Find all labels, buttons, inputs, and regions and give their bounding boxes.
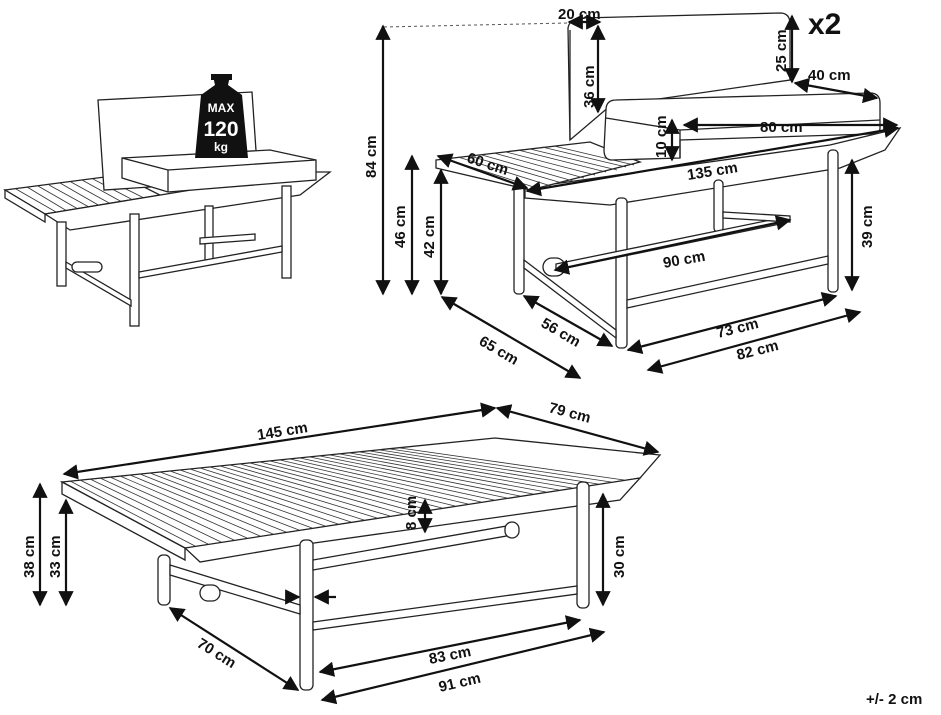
quantity-label: x2 [808,8,841,41]
stretcher-length-label: 90 cm [662,248,707,272]
table-labels: 145 cm 79 cm 38 cm 33 cm 8 cm 30 cm 70 c… [21,399,628,695]
max-load-unit: kg [214,140,228,154]
bench-dimensioned [383,12,902,349]
bench-preview: MAX 120 kg [3,74,332,327]
leg-height-label: 39 cm [859,205,876,248]
tolerance-label: +/- 2 cm [866,691,922,708]
table-apron-label: 8 cm [403,496,420,530]
max-load-label: MAX [208,101,235,115]
table-height-label: 42 cm [421,215,438,258]
coffee-table [59,437,662,691]
cushion-thickness-label: 10 cm [653,115,670,158]
backrest-height-label: 25 cm [773,29,790,72]
seat-height-label: 46 cm [392,205,409,248]
total-height-label: 84 cm [363,135,380,178]
weight-icon: MAX 120 kg [195,74,248,158]
dimension-lines [32,14,900,705]
table-depth-label: 70 cm [194,635,239,672]
total-depth-label: 65 cm [476,333,521,369]
outer-width-label: 82 cm [735,337,780,364]
table-leg-height-label: 30 cm [611,535,628,578]
table-total-height-label: 38 cm [21,535,38,578]
inner-width-label: 73 cm [715,315,760,342]
cushion-width-label: 80 cm [760,119,803,136]
backrest-thickness-label: 20 cm [558,6,601,23]
inner-depth-label: 56 cm [538,315,583,351]
back-to-seat-label: 36 cm [581,65,598,108]
table-outer-length-label: 91 cm [437,670,482,696]
cushion-depth-label: 40 cm [808,67,851,84]
table-under-top-height-label: 33 cm [47,535,64,578]
max-load-value: 120 [203,118,238,141]
